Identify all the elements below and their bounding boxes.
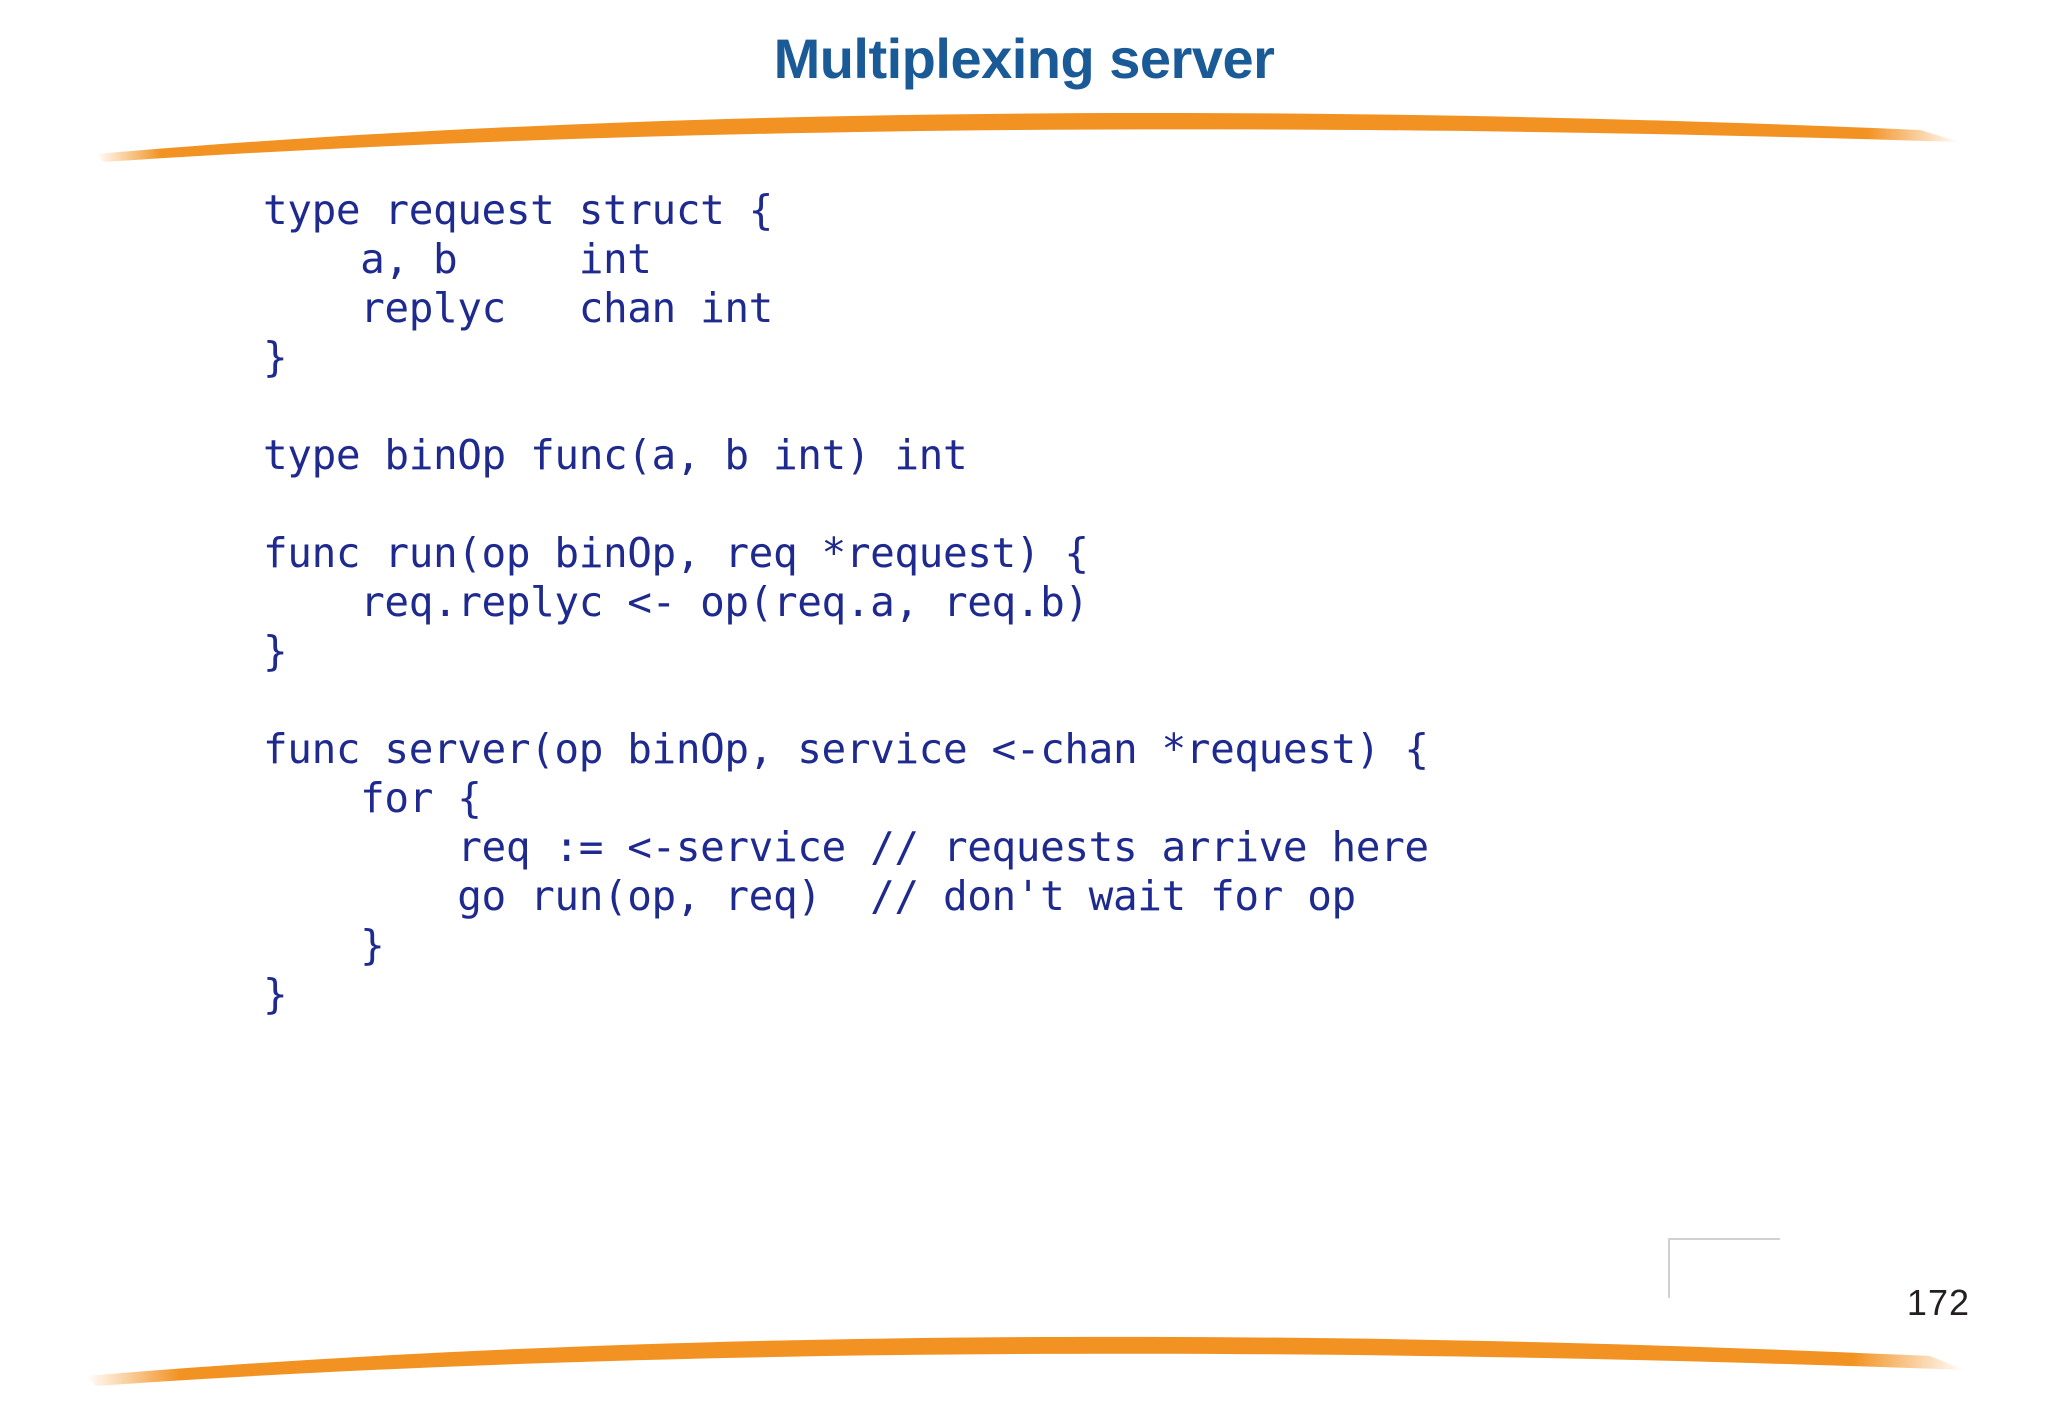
code-line: func run(op binOp, req *request) {	[263, 529, 1089, 577]
code-line-blank	[263, 676, 1763, 725]
code-line: func server(op binOp, service <-chan *re…	[263, 725, 1429, 773]
orange-curve-top-icon	[0, 96, 2048, 176]
code-line: req.replyc <- op(req.a, req.b)	[263, 578, 1089, 626]
code-line: for {	[263, 774, 482, 822]
code-line: }	[263, 921, 385, 969]
code-line: type request struct {	[263, 186, 773, 234]
code-line: a, b int	[263, 235, 652, 283]
code-line-blank	[263, 480, 1763, 529]
code-block: type request struct { a, b int replyc ch…	[263, 186, 1763, 1019]
code-line: }	[263, 970, 288, 1018]
code-line-blank	[263, 382, 1763, 431]
code-line: req := <-service // requests arrive here	[263, 823, 1429, 871]
code-line: }	[263, 333, 288, 381]
page-number: 172	[1906, 1282, 1970, 1323]
code-line: go run(op, req) // don't wait for op	[263, 872, 1356, 920]
placeholder-frame	[1668, 1238, 1780, 1298]
code-line: replyc chan int	[263, 284, 773, 332]
orange-curve-bottom-icon	[0, 1330, 2048, 1410]
code-line: }	[263, 627, 288, 675]
page-title: Multiplexing server	[773, 27, 1275, 90]
code-line: type binOp func(a, b int) int	[263, 431, 968, 479]
